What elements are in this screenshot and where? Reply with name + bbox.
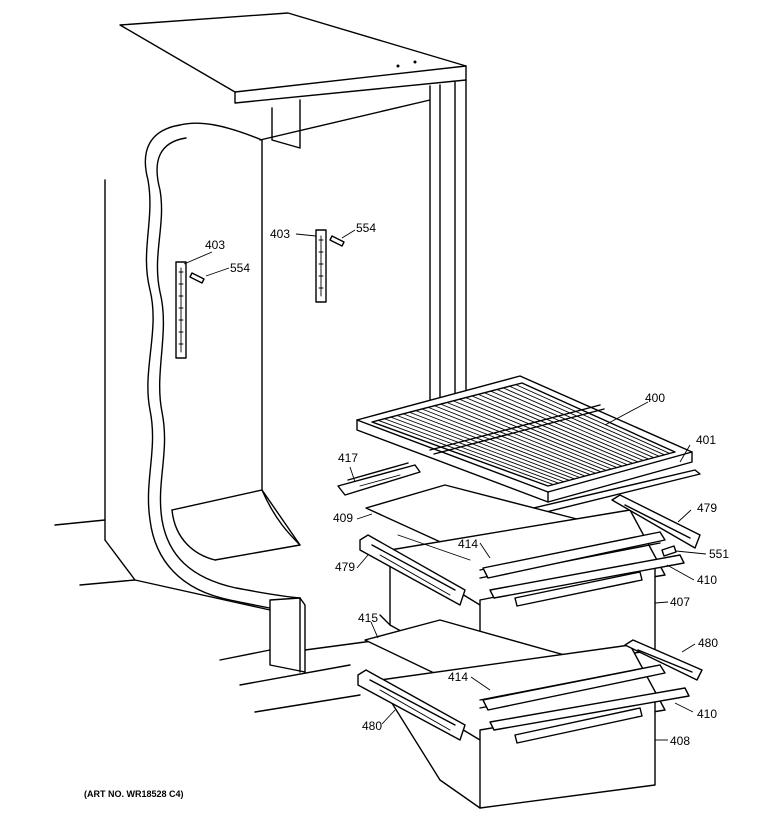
callout-479-left: 479 [335, 560, 355, 574]
callout-401: 401 [696, 433, 716, 447]
shelf-wire [402, 413, 575, 480]
shelf-wire [490, 390, 649, 460]
shelf-wire [477, 393, 639, 463]
slide-rail-479-right [611, 494, 701, 549]
shelf-wire [446, 402, 612, 470]
shelf-wire [390, 416, 565, 483]
shelf-wire [409, 411, 581, 478]
shelf-wire [465, 397, 628, 466]
shelf-wire [471, 395, 634, 464]
callout-480-right: 480 [698, 636, 718, 650]
shelf-wire [452, 400, 618, 469]
shelf-ladder-right [315, 229, 327, 303]
callout-551: 551 [709, 547, 729, 561]
callout-403-right: 403 [270, 227, 290, 241]
shelf-wire [415, 410, 586, 477]
slide-rail-479-left [359, 534, 466, 606]
shelf-wire [434, 405, 602, 473]
crisper-frame-lower [482, 664, 690, 731]
callout-403-left: 403 [205, 238, 225, 252]
shelf-wire [459, 398, 623, 467]
callout-415: 415 [358, 611, 378, 625]
callout-414-upper: 414 [458, 537, 478, 551]
shelf-ladder-left [175, 261, 187, 359]
callout-410-lower: 410 [697, 707, 717, 721]
callout-417: 417 [338, 451, 358, 465]
shelf-wire [384, 418, 560, 484]
callout-410-upper: 410 [697, 573, 717, 587]
callout-407: 407 [670, 595, 690, 609]
callout-400: 400 [645, 391, 665, 405]
leader-lines [183, 229, 707, 741]
shelf-wire [502, 387, 660, 457]
callout-479-right: 479 [697, 501, 717, 515]
slide-rail-480-left [357, 669, 466, 741]
screw-right [329, 235, 345, 247]
slide-rail-417 [337, 462, 421, 496]
shelf-wire [440, 403, 607, 471]
shelf-wire [427, 406, 597, 474]
screw-left [189, 272, 205, 284]
shelf-wire [484, 392, 644, 461]
art-number: (ART NO. WR18528 C4) [84, 789, 184, 799]
callout-414-lower: 414 [448, 670, 468, 684]
shelf-wire [421, 408, 591, 476]
crisper-pan-lower [379, 644, 666, 809]
callouts: 400 401 403 554 403 554 417 409 414 479 … [205, 221, 729, 748]
bolt-551 [661, 545, 677, 557]
callout-554-right: 554 [356, 221, 376, 235]
cabinet-outline [54, 12, 467, 713]
shelf-wire [496, 389, 655, 459]
shelf-wire [509, 385, 665, 456]
crisper-frame-upper [397, 531, 685, 599]
shelf-wire [515, 384, 671, 454]
shelf-wire [377, 419, 554, 486]
callout-480-left: 480 [362, 719, 382, 733]
shelf-wire [396, 415, 570, 481]
wire-shelf [356, 375, 693, 503]
callout-408: 408 [670, 734, 690, 748]
slide-rail-480-right [624, 639, 703, 681]
callout-409: 409 [333, 511, 353, 525]
callout-554-left: 554 [230, 261, 250, 275]
